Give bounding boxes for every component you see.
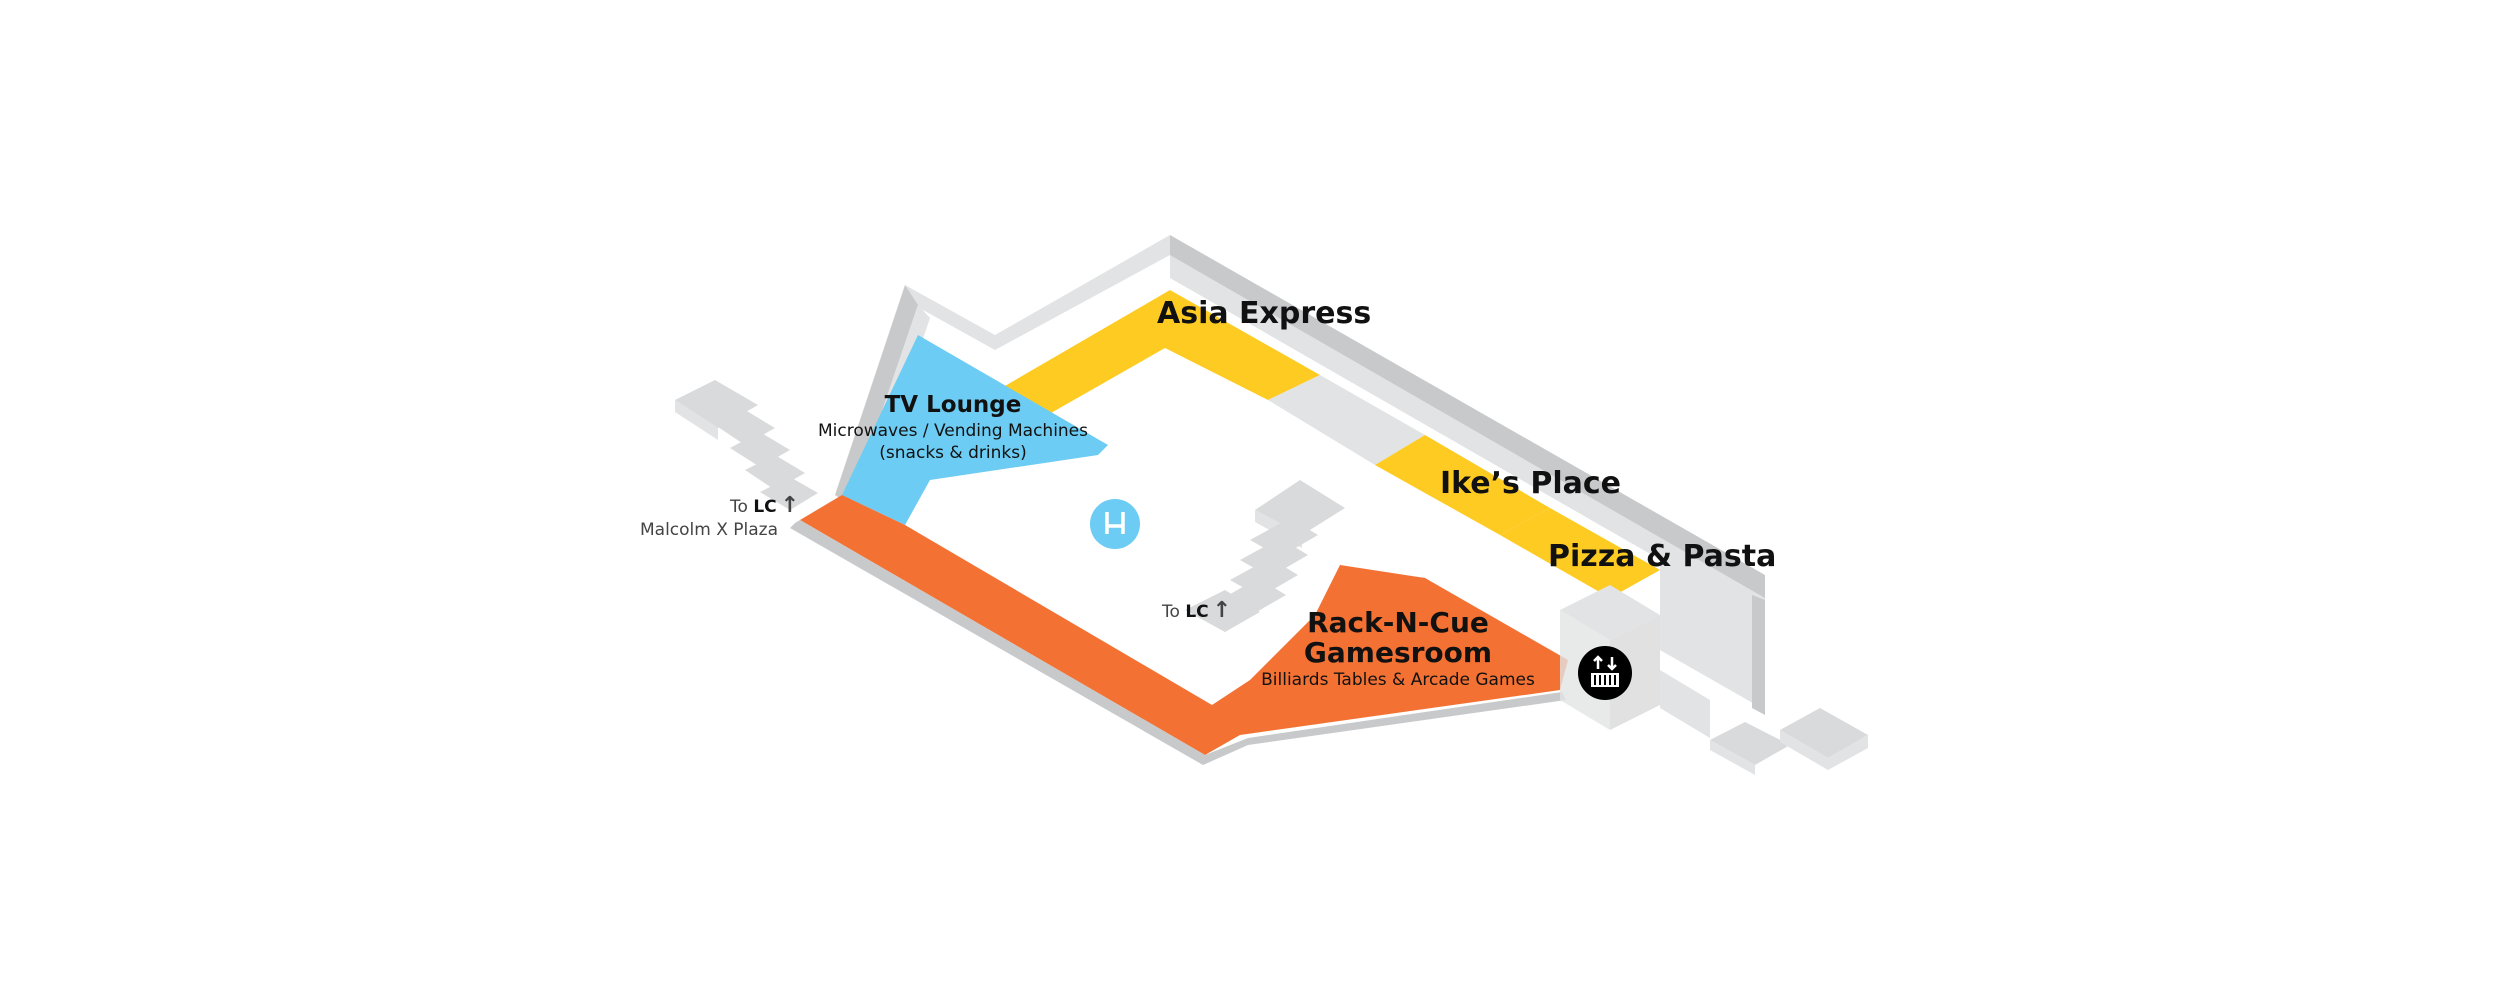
zone-pizza-pasta xyxy=(1500,508,1660,598)
zone-tv-lounge xyxy=(842,335,1108,525)
wall-east-end xyxy=(1660,560,1765,710)
zone-ikes-place xyxy=(1375,435,1550,535)
stairs-center xyxy=(1185,480,1345,632)
label-asia-express: Asia Express xyxy=(1157,296,1371,331)
zone-gray-segment xyxy=(1268,375,1425,465)
stairs-west xyxy=(675,380,818,510)
label-ikes-place: Ike’s Place xyxy=(1440,466,1621,501)
wall-west-wedge xyxy=(835,285,918,505)
label-gamesroom-line: Billiards Tables & Arcade Games xyxy=(1261,670,1535,690)
elevator-icon[interactable] xyxy=(1578,646,1632,700)
label-tv-lounge-line1: Microwaves / Vending Machines xyxy=(818,421,1088,441)
zone-gamesroom xyxy=(1245,565,1565,728)
label-stairs-west: To LC↑ xyxy=(729,493,799,518)
label-pizza-pasta: Pizza & Pasta xyxy=(1548,539,1776,574)
label-gamesroom-line1: Rack-N-Cue xyxy=(1307,606,1489,639)
stairs-east xyxy=(1710,708,1868,775)
wall-north-top xyxy=(1170,235,1765,600)
label-malcolm-x-plaza: Malcolm X Plaza xyxy=(640,520,778,540)
seating-icon[interactable] xyxy=(1090,499,1140,549)
label-tv-lounge: TV Lounge xyxy=(885,392,1022,418)
label-gamesroom-line2: Gamesroom xyxy=(1304,636,1492,669)
wall-east-edge xyxy=(1752,595,1765,715)
building-walls xyxy=(835,235,1765,715)
zone-asia-express xyxy=(998,290,1320,425)
label-tv-lounge-line2: (snacks & drinks) xyxy=(879,443,1026,463)
zones xyxy=(790,290,1660,765)
wall-north-face xyxy=(1170,255,1765,620)
label-stairs-center: To LC↑ xyxy=(1161,598,1231,623)
